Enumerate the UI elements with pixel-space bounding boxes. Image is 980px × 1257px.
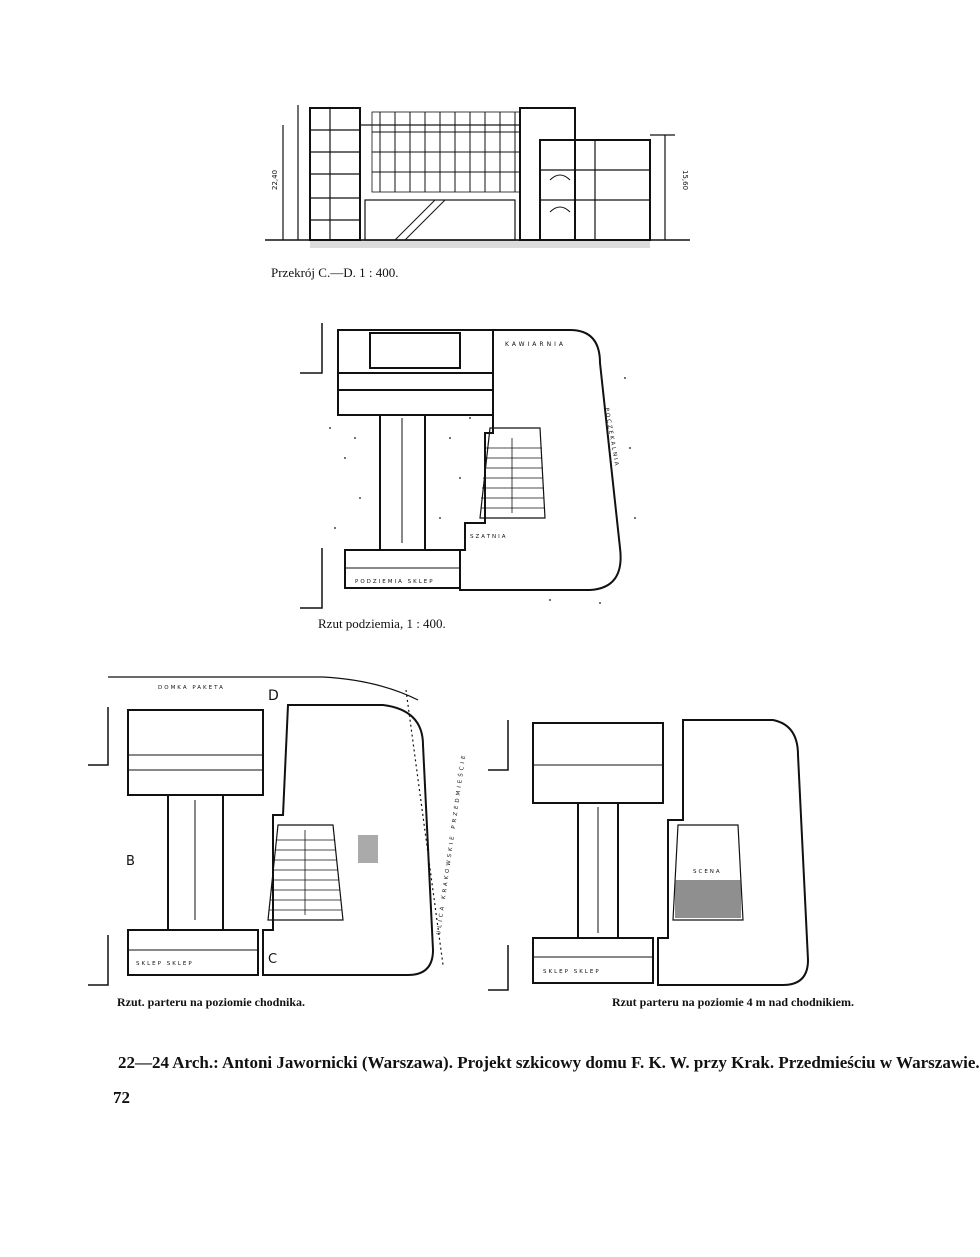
- marker-b: B: [126, 854, 135, 869]
- label-sklep-ground: SKLEP SKLEP: [136, 961, 194, 967]
- upper-floor-plan: SCENA SKLEP SKLEP: [488, 719, 810, 991]
- label-scena: SCENA: [693, 869, 722, 875]
- marker-c: C: [268, 952, 277, 967]
- basement-caption: Rzut podziemia, 1 : 400.: [318, 616, 446, 631]
- label-szatnia: SZATNIA: [470, 534, 507, 540]
- label-sklep-upper: SKLEP SKLEP: [543, 969, 601, 975]
- ground-floor-caption: Rzut. parteru na poziomie chodnika.: [117, 995, 306, 1009]
- ground-floor-plan: DOMKA PAKETA ULICA KRAKOWSKIE PRZEDMIEŚC…: [88, 676, 468, 986]
- dim-right-label: 15,60: [681, 170, 689, 190]
- section-drawing: 22,40 15,60: [265, 105, 690, 248]
- section-caption: Przekrój C.—D. 1 : 400.: [271, 265, 399, 280]
- basement-plan: KAWIARNIA PODZIEMIA SKLEP POCZEKALNIA SZ…: [300, 323, 636, 609]
- upper-floor-caption: Rzut parteru na poziomie 4 m nad chodnik…: [612, 995, 855, 1009]
- label-kawiarnia: KAWIARNIA: [505, 341, 566, 348]
- marker-d: D: [268, 688, 279, 704]
- label-podziemia-sklep: PODZIEMIA SKLEP: [355, 579, 435, 585]
- label-street: ULICA KRAKOWSKIE PRZEDMIEŚCIE: [435, 752, 468, 935]
- page-number: 72: [113, 1088, 130, 1107]
- label-domka-paketa: DOMKA PAKETA: [158, 685, 225, 691]
- dim-total-label: 22,40: [271, 170, 279, 190]
- figure-caption: 22—24 Arch.: Antoni Jawornicki (Warszawa…: [118, 1053, 980, 1072]
